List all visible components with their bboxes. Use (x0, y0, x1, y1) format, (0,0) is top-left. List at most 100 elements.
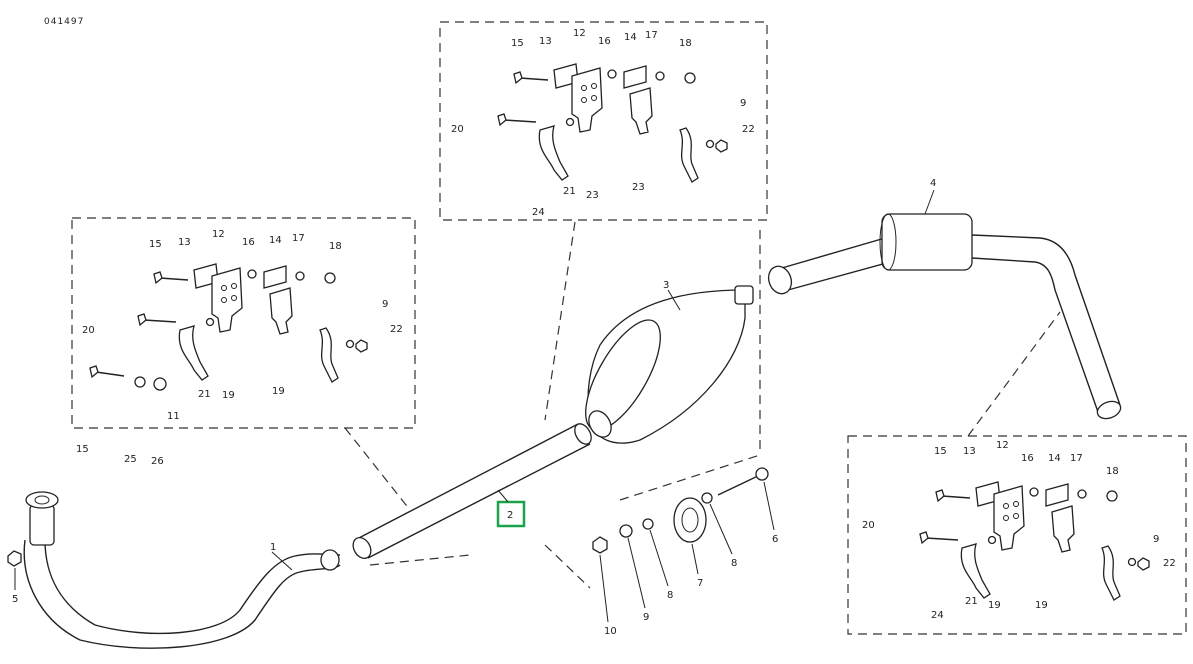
bracket-hole (1003, 503, 1009, 509)
hanger (1051, 505, 1075, 553)
washer (134, 376, 146, 388)
clamp (178, 325, 209, 381)
bracket-set-right (919, 481, 1150, 601)
highlight-box-part-2 (496, 500, 526, 528)
left-label: 18 (329, 241, 342, 252)
bracket-set-top (497, 63, 728, 183)
top-label: 22 (742, 124, 755, 135)
left-label: 16 (242, 237, 255, 248)
clamp (319, 327, 339, 383)
strap (623, 65, 647, 89)
label-part-4: 4 (930, 178, 936, 189)
bolt-head (89, 365, 99, 379)
right-label: 14 (1048, 453, 1061, 464)
nut (324, 272, 336, 284)
right-label: 24 (931, 610, 944, 621)
clamp (1101, 545, 1121, 601)
top-label: 15 (511, 38, 524, 49)
label-part-8b: 8 (667, 590, 673, 601)
label-part-3: 3 (663, 280, 669, 291)
strap (1045, 483, 1069, 507)
right-label: 21 (965, 596, 978, 607)
washer (607, 69, 617, 79)
right-label: 16 (1021, 453, 1034, 464)
top-label: 13 (539, 36, 552, 47)
left-label: 21 (198, 389, 211, 400)
detail-box-top (439, 21, 768, 221)
bolt-head (935, 489, 945, 503)
hanger (629, 87, 653, 135)
bracket-hole (221, 285, 227, 291)
left-label: 14 (269, 235, 282, 246)
washer (295, 271, 305, 281)
label-part-8a: 8 (731, 558, 737, 569)
top-label: 24 (532, 207, 545, 218)
mount-hardware (592, 467, 769, 554)
left-box-labels: 15 13 12 16 14 17 18 9 20 22 21 19 19 11… (76, 229, 403, 467)
bracket-hole (1013, 513, 1019, 519)
top-label: 12 (573, 28, 586, 39)
bolt (925, 537, 959, 541)
label-part-2: 2 (507, 510, 513, 521)
left-label: 20 (82, 325, 95, 336)
bolt (143, 319, 177, 323)
washer (1077, 489, 1087, 499)
bracket-hole (581, 85, 587, 91)
left-label: 13 (178, 237, 191, 248)
clamp (538, 125, 569, 181)
strap (263, 265, 287, 289)
rear-silencer (767, 213, 1122, 420)
bolt-head (497, 113, 507, 127)
right-label: 12 (996, 440, 1009, 451)
washer (565, 117, 575, 127)
left-label: 17 (292, 233, 305, 244)
reference-code: 041497 (44, 17, 84, 27)
bolt (95, 371, 125, 377)
top-label: 20 (451, 124, 464, 135)
bolt-head (153, 271, 163, 285)
clamp (679, 127, 699, 183)
detail-box-left (71, 217, 416, 429)
label-part-7: 7 (697, 578, 703, 589)
label-part-1: 1 (270, 542, 276, 553)
right-label: 17 (1070, 453, 1083, 464)
label-part-6: 6 (772, 534, 778, 545)
nut (1137, 557, 1150, 571)
bracket-set-left (89, 263, 368, 391)
left-label: 11 (167, 411, 180, 422)
left-label: 12 (212, 229, 225, 240)
detail-box-right (847, 435, 1187, 635)
top-label: 9 (740, 98, 746, 109)
right-label: 19 (1035, 600, 1048, 611)
top-label: 23 (586, 190, 599, 201)
top-label: 14 (624, 32, 637, 43)
left-label: 25 (124, 454, 137, 465)
washer (205, 317, 215, 327)
right-box-labels: 15 13 12 16 14 17 18 9 20 22 21 19 19 24 (862, 440, 1176, 621)
top-label: 17 (645, 30, 658, 41)
bracket-hole (231, 295, 237, 301)
box-leader-lines (344, 221, 1061, 589)
left-label: 15 (76, 444, 89, 455)
bracket-hole (231, 283, 237, 289)
right-label: 20 (862, 520, 875, 531)
nut (715, 139, 728, 153)
main-callouts: 1 2 3 4 5 6 7 8 8 9 10 (12, 178, 936, 637)
bolt (159, 277, 189, 281)
nut (355, 339, 368, 353)
front-pipe (23, 491, 341, 649)
nut-part-5 (7, 550, 22, 567)
bolt (503, 119, 537, 123)
nut (153, 377, 167, 391)
intermediate-pipe (352, 423, 592, 559)
left-label: 19 (222, 390, 235, 401)
washer (987, 535, 997, 545)
bracket-hole (221, 297, 227, 303)
front-silencer (585, 285, 754, 444)
right-label: 22 (1163, 558, 1176, 569)
right-label: 18 (1106, 466, 1119, 477)
right-label: 15 (934, 446, 947, 457)
top-label: 23 (632, 182, 645, 193)
bolt (519, 77, 549, 81)
